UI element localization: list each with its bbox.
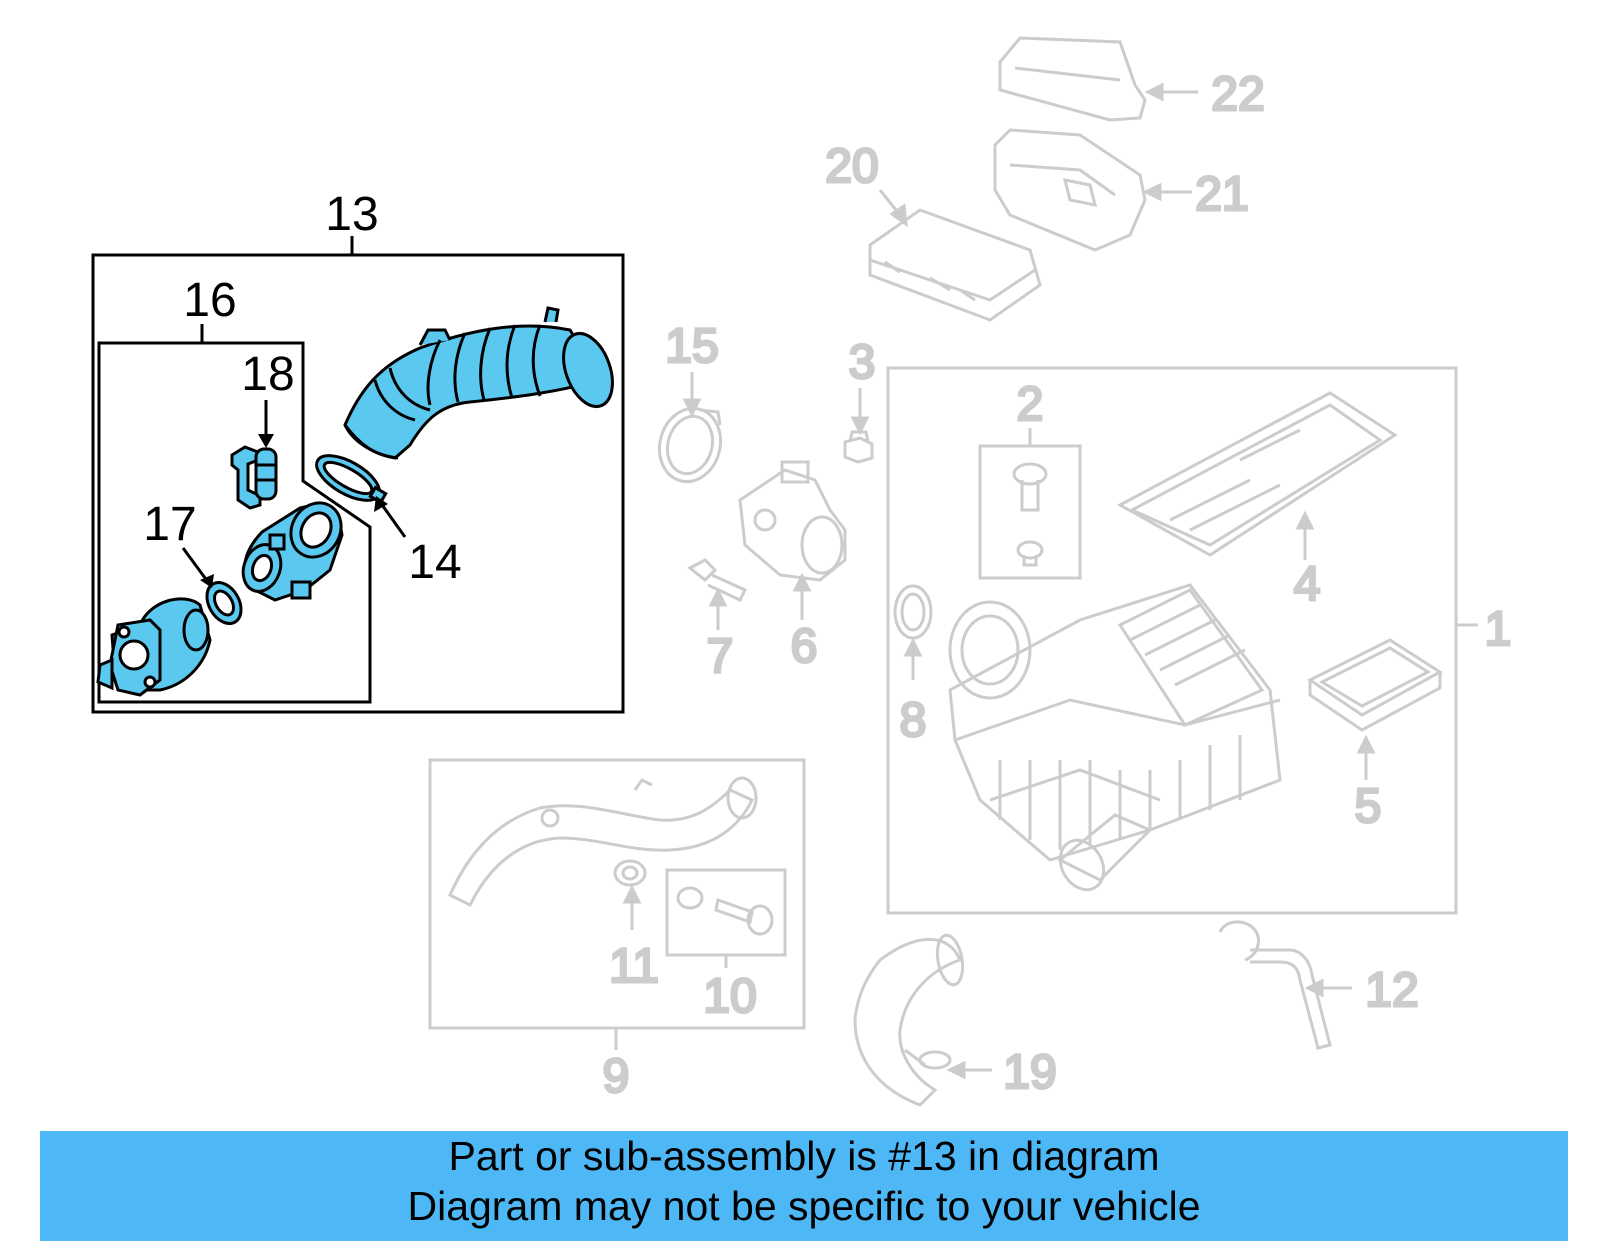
part-3-grommet xyxy=(843,430,874,464)
callout-14-arrowhead xyxy=(374,496,388,512)
banner-line-disclaimer: Diagram may not be specific to your vehi… xyxy=(407,1183,1201,1229)
part-22-cover xyxy=(998,36,1147,122)
callout-10: 10 xyxy=(703,970,756,1023)
callout-14: 14 xyxy=(408,536,461,589)
info-banner: Part or sub-assembly is #13 in diagram D… xyxy=(40,1131,1568,1241)
callout-11: 11 xyxy=(609,940,659,993)
part-19-hose xyxy=(853,933,965,1107)
part-4-lid xyxy=(1116,391,1398,557)
callout-5: 5 xyxy=(1355,780,1382,833)
sensor-18-part xyxy=(230,445,278,510)
callout-16: 16 xyxy=(183,274,236,327)
seal-17-part xyxy=(205,581,243,625)
callout-7-arrowhead xyxy=(708,587,728,607)
callout-6: 6 xyxy=(791,620,818,673)
banner-line-part-number: Part or sub-assembly is #13 in diagram xyxy=(448,1133,1160,1179)
callout-20-arrowhead xyxy=(889,203,908,228)
callout-9: 9 xyxy=(603,1050,630,1103)
subassembly-16-box xyxy=(97,341,372,704)
callout-8: 8 xyxy=(900,694,927,747)
callout-20: 20 xyxy=(825,140,878,193)
assembly-1-box xyxy=(886,366,1458,915)
callout-7: 7 xyxy=(707,630,734,683)
callout-17: 17 xyxy=(143,498,196,551)
callout-19: 19 xyxy=(1003,1046,1056,1099)
part-9-duct xyxy=(448,776,758,908)
throttle-adapter-part xyxy=(241,501,344,602)
part-8-seal xyxy=(893,584,933,640)
intake-hose-part xyxy=(343,306,614,460)
callout-13: 13 xyxy=(325,188,378,241)
callout-18-arrowhead xyxy=(258,434,274,448)
airbox-housing xyxy=(948,583,1282,892)
callout-17-arrow xyxy=(181,547,210,583)
part-12-hose xyxy=(1218,920,1332,1050)
callout-5-arrowhead xyxy=(1356,734,1376,754)
callout-21-arrowhead xyxy=(1142,182,1162,202)
callout-4-arrowhead xyxy=(1295,510,1315,530)
callout-15: 15 xyxy=(665,320,718,373)
callout-22-arrowhead xyxy=(1144,82,1164,102)
callout-12-arrowhead xyxy=(1304,978,1324,998)
part-7-bolt xyxy=(687,558,748,602)
valve-housing-part xyxy=(96,597,212,697)
part-11-grommet xyxy=(613,859,647,887)
callout-12: 12 xyxy=(1365,964,1418,1017)
assembly-13-group: 13 16 14 xyxy=(91,188,625,714)
callout-11-arrowhead xyxy=(622,884,642,904)
callout-3-arrowhead xyxy=(850,416,870,436)
clamp-14-part xyxy=(315,454,388,505)
part-6-maf-sensor xyxy=(738,460,847,582)
callout-1: 1 xyxy=(1485,603,1512,656)
assembly-13-box xyxy=(91,253,625,714)
callout-15-arrowhead xyxy=(682,398,702,418)
callout-2: 2 xyxy=(1017,378,1044,431)
callout-17-arrowhead xyxy=(200,574,214,588)
callout-18: 18 xyxy=(241,348,294,401)
callout-8-arrowhead xyxy=(903,637,923,657)
callout-4: 4 xyxy=(1294,558,1321,611)
inactive-parts-group: 22 21 20 15 xyxy=(428,36,1513,1107)
callout-6-arrowhead xyxy=(792,572,812,592)
part-15-clamp xyxy=(657,406,723,484)
part-5-filter xyxy=(1307,638,1443,732)
part-20-intake xyxy=(868,208,1042,322)
callout-21: 21 xyxy=(1195,168,1248,221)
callout-19-arrowhead xyxy=(946,1060,966,1080)
callout-22: 22 xyxy=(1211,68,1264,121)
callout-3: 3 xyxy=(849,336,876,389)
part-21-duct xyxy=(993,128,1147,252)
callout-14-arrow xyxy=(378,501,407,538)
part-10-screws xyxy=(676,886,774,936)
part-2-screws xyxy=(1012,462,1048,567)
